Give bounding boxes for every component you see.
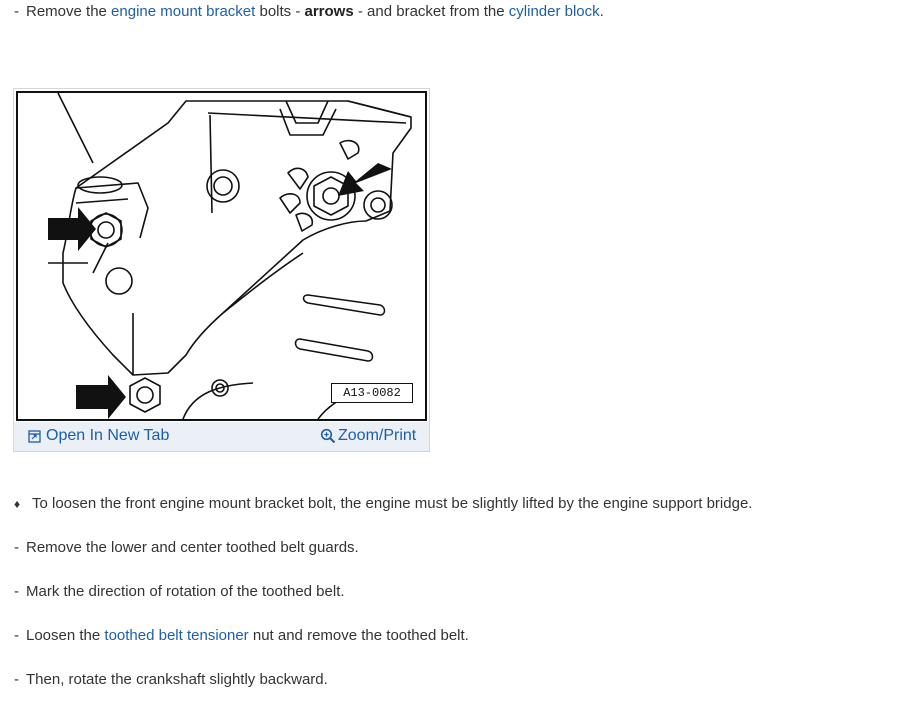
step-remove-bracket: -Remove the engine mount bracket bolts -… bbox=[14, 2, 604, 22]
open-new-tab-button[interactable]: Open In New Tab bbox=[28, 427, 169, 445]
arrow-left-bolt bbox=[48, 207, 96, 251]
diamond-bullet-icon: ♦ bbox=[14, 497, 21, 511]
step-text: Remove the lower and center toothed belt… bbox=[26, 539, 359, 556]
engine-bracket-illustration[interactable]: A13-0082 bbox=[16, 91, 427, 421]
new-tab-icon bbox=[28, 429, 41, 443]
step-remove-guards: -Remove the lower and center toothed bel… bbox=[14, 538, 359, 558]
list-dash: - bbox=[14, 3, 19, 20]
step-text: nut and remove the toothed belt. bbox=[248, 627, 469, 644]
engine-mount-bracket-link[interactable]: engine mount bracket bbox=[111, 3, 256, 20]
step-text: Remove the bbox=[26, 3, 112, 20]
cylinder-block-link[interactable]: cylinder block bbox=[508, 3, 600, 20]
arrow-bottom-bolt bbox=[76, 375, 126, 419]
step-loosen-tensioner: -Loosen the toothed belt tensioner nut a… bbox=[14, 626, 469, 646]
arrow-center-bolt bbox=[338, 163, 392, 196]
step-text: Loosen the bbox=[26, 627, 105, 644]
note-engine-support: ♦ To loosen the front engine mount bracke… bbox=[14, 494, 752, 514]
step-text: Mark the direction of rotation of the to… bbox=[26, 583, 345, 600]
step-rotate-crankshaft: -Then, rotate the crankshaft slightly ba… bbox=[14, 670, 328, 690]
step-text: - and bracket from the bbox=[353, 3, 509, 20]
zoom-print-label: Zoom/Print bbox=[338, 427, 417, 444]
figure-toolbar: Open In New Tab Zoom/Print bbox=[14, 422, 429, 451]
note-text: To loosen the front engine mount bracket… bbox=[32, 495, 753, 512]
list-dash: - bbox=[14, 583, 19, 600]
step-text: . bbox=[599, 3, 604, 20]
bracket-drawing bbox=[48, 93, 412, 419]
list-dash: - bbox=[14, 539, 19, 556]
open-new-tab-label: Open In New Tab bbox=[46, 427, 170, 444]
zoom-print-button[interactable]: Zoom/Print bbox=[320, 427, 416, 445]
list-dash: - bbox=[14, 627, 19, 644]
figure-id-label: A13-0082 bbox=[331, 383, 413, 403]
step-text: bolts - bbox=[255, 3, 305, 20]
step-mark-direction: -Mark the direction of rotation of the t… bbox=[14, 582, 345, 602]
list-dash: - bbox=[14, 671, 19, 688]
figure-container: A13-0082 Open In New Tab Zoom/Print bbox=[13, 88, 430, 452]
toothed-belt-tensioner-link[interactable]: toothed belt tensioner bbox=[104, 627, 249, 644]
arrows-term: arrows bbox=[304, 3, 354, 20]
magnifier-icon bbox=[320, 428, 336, 444]
step-text: Then, rotate the crankshaft slightly bac… bbox=[26, 671, 328, 688]
